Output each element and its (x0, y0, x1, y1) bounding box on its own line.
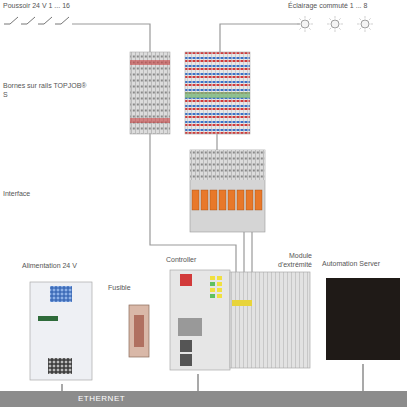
bus-connector (197, 374, 199, 391)
part-heading: Fusible (108, 284, 158, 293)
part-heading: Alimentation 24 V (22, 262, 102, 271)
caption-label: Bornes sur rails TOPJOB® S (3, 82, 93, 99)
bus-connector (61, 384, 63, 391)
automation-server: Automation Server (322, 260, 404, 364)
caption-label: Éclairage commuté 1 ... 8 (288, 2, 403, 11)
part-heading: Module d'extrémité (270, 252, 312, 269)
ethernet-bus: ETHERNET (0, 391, 407, 407)
part-heading: Automation Server (322, 260, 404, 269)
bus-connector (362, 364, 364, 391)
caption-label: Interface (3, 190, 83, 199)
controller: Controller (166, 256, 230, 374)
fuse: Fusible (108, 284, 158, 364)
power-supply: Alimentation 24 V (22, 262, 102, 384)
end-module: Module d'extrémité (230, 252, 312, 374)
part-heading: Controller (166, 256, 230, 265)
bus-label: ETHERNET (0, 391, 407, 407)
caption-label: Poussoir 24 V 1 ... 16 (3, 2, 123, 11)
